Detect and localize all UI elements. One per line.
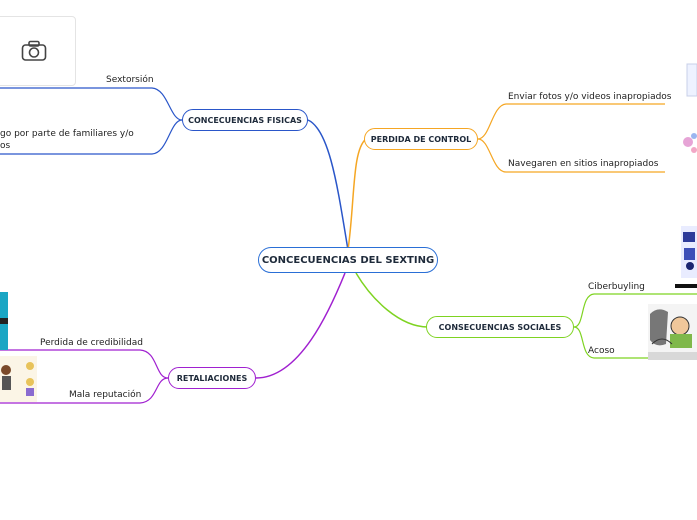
leaf-castigo-familiares[interactable]: go por parte de familiares y/o <box>0 129 134 139</box>
harassment-cartoon-image <box>648 304 697 360</box>
cyberbullying-image <box>672 222 697 290</box>
branch-retaliaciones[interactable]: RETALIACIONES <box>168 367 256 389</box>
leaf-ciberbuyling[interactable]: Ciberbuyling <box>588 282 645 292</box>
leaf-castigo-familiares-line2[interactable]: os <box>0 141 11 151</box>
people-sticker-image <box>0 356 37 402</box>
leaf-acoso[interactable]: Acoso <box>588 346 615 356</box>
root-node[interactable]: CONCECUENCIAS DEL SEXTING <box>258 247 438 273</box>
emoji-sticker-icon-2 <box>682 128 697 158</box>
branch-consecuencias-fisicas[interactable]: CONCECUENCIAS FISICAS <box>182 109 308 131</box>
leaf-mala-reputacion[interactable]: Mala reputación <box>69 390 142 400</box>
branch-perdida-de-control[interactable]: PERDIDA DE CONTROL <box>364 128 478 150</box>
image-placeholder-card[interactable] <box>0 16 76 86</box>
leaf-sextorsion[interactable]: Sextorsión <box>106 75 154 85</box>
camera-icon <box>21 40 47 61</box>
leaf-navegar-sitios[interactable]: Navegaren en sitios inapropiados <box>508 159 659 169</box>
emoji-sticker-icon <box>686 60 697 100</box>
branch-consecuencias-sociales[interactable]: CONSECUENCIAS SOCIALES <box>426 316 574 338</box>
teal-card-image <box>0 292 8 350</box>
leaf-enviar-fotos[interactable]: Enviar fotos y/o videos inapropiados <box>508 92 672 102</box>
leaf-perdida-credibilidad[interactable]: Perdida de credibilidad <box>40 338 143 348</box>
